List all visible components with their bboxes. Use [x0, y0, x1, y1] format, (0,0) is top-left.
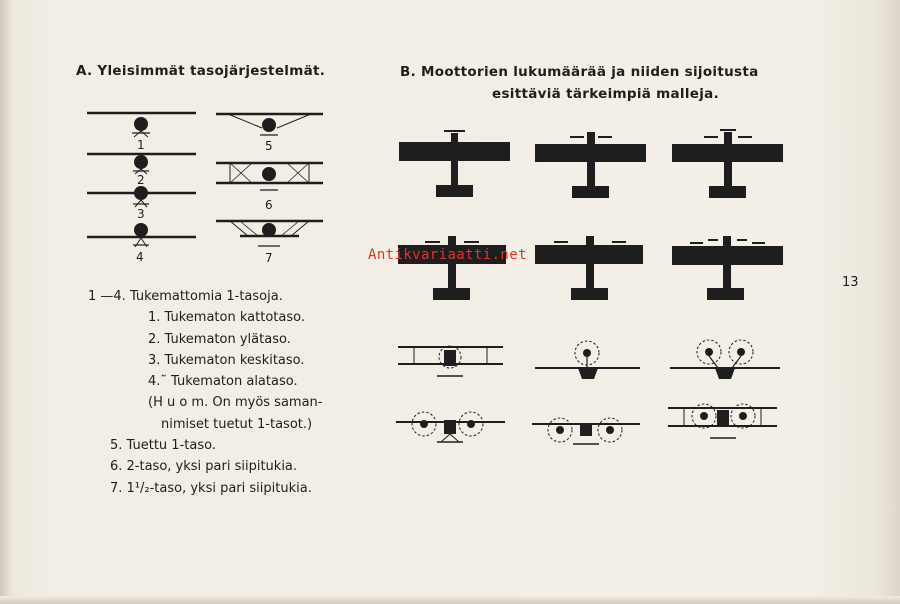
section-b-heading-line2: esittäviä tärkeimpiä malleja. [492, 86, 720, 102]
plane-top-view-1 [399, 130, 510, 197]
page-number: 13 [842, 275, 859, 290]
wing-diagram-6: 6 [216, 161, 323, 212]
figure-label-1: 1 [137, 138, 145, 152]
wing-diagram-5: 5 [216, 112, 323, 153]
plane-top-view-5 [535, 236, 643, 300]
legend-line: 7. 1¹/₂-taso, yksi pari siipitukia. [110, 480, 312, 496]
legend-line: 1. Tukematon kattotaso. [148, 310, 305, 326]
legend-line: 3. Tukematon keskitaso. [148, 352, 305, 368]
plane-front-view-8 [535, 340, 640, 379]
legend-line: 4.˜ Tukematon alataso. [148, 374, 298, 390]
plane-top-view-2 [535, 132, 646, 198]
figure-label-4: 4 [136, 250, 144, 264]
figure-label-2: 2 [137, 173, 145, 187]
figure-label-3: 3 [137, 207, 145, 221]
figure-label-6: 6 [265, 198, 273, 212]
plane-top-view-6 [672, 236, 783, 300]
plane-top-view-4 [398, 236, 506, 300]
plane-front-view-12 [668, 403, 777, 439]
wing-diagram-2: 2 [87, 152, 196, 187]
section-a-heading: A. Yleisimmät tasojärjestelmät. [76, 63, 326, 79]
plane-front-view-7 [398, 345, 503, 377]
figure-label-7: 7 [265, 251, 273, 265]
plane-front-view-11 [532, 417, 640, 445]
legend-line: 5. Tuettu 1-taso. [110, 438, 216, 454]
wing-diagram-4: 4 [87, 223, 196, 264]
wing-diagram-1: 1 [87, 111, 196, 152]
plane-front-view-9 [670, 339, 780, 379]
legend-line: 6. 2-taso, yksi pari siipitukia. [110, 459, 298, 475]
page-bottom-edge [0, 596, 900, 604]
plane-top-view-3 [672, 129, 783, 198]
legend-line: nimiset tuetut 1-tasot.) [161, 416, 313, 432]
figure-label-5: 5 [265, 139, 273, 153]
page-edge [878, 0, 900, 604]
wing-diagram-3: 3 [87, 186, 196, 221]
watermark: Antikvariaatti.net [368, 247, 527, 263]
legend-line: 1 —4. Tukemattomia 1-tasoja. [88, 289, 283, 304]
section-b-heading-line1: B. Moottorien lukumäärää ja niiden sijoi… [400, 64, 759, 80]
legend-list: 1 —4. Tukemattomia 1-tasoja. 1. Tukemato… [88, 286, 322, 499]
wing-diagram-7: 7 [216, 219, 323, 265]
legend-line: 2. Tukematon ylätaso. [148, 331, 291, 347]
page-gutter-shadow [0, 0, 12, 604]
plane-front-view-10 [396, 411, 505, 443]
legend-line: (H u o m. On myös saman- [148, 395, 323, 411]
